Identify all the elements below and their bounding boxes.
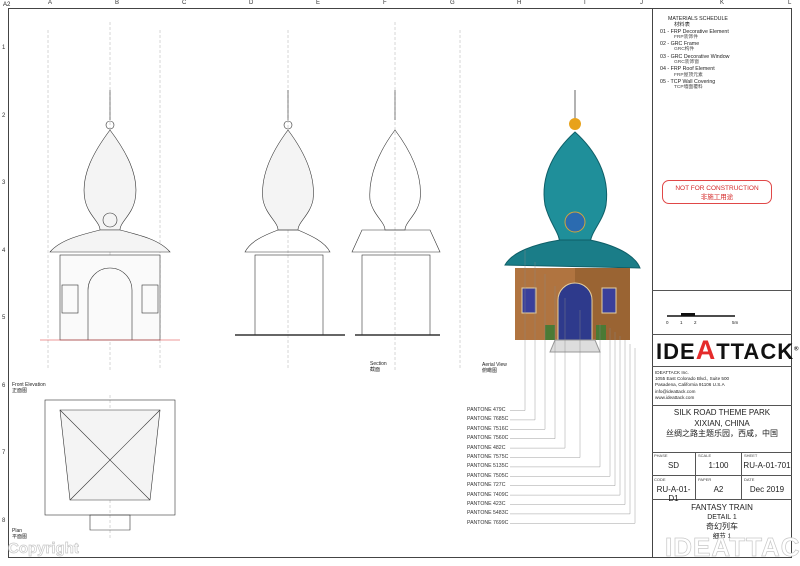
column-label: A [48,0,53,6]
address-line: Pasadena, California 91106 U.S.A [655,382,725,388]
scale-tick-label: 1 [680,320,683,325]
copyright-watermark: Copyright [8,540,80,558]
paper-size-label: A2 [3,2,11,8]
pantone-label: PANTONE 5483C [467,510,509,517]
pantone-label: PANTONE 479C [467,407,506,413]
address-line: IDEATTACK Inc. [655,370,689,375]
row-label: 7 [2,450,6,456]
column-label: J [640,0,643,6]
material-item-label: 01 - FRP Decorative Element [660,28,729,35]
phase-value: SD [667,461,680,470]
column-label: E [316,0,321,6]
address-line: www.ideattack.com [655,394,695,400]
column-label: B [115,0,120,6]
paper-value: A2 [713,485,724,494]
divider [652,366,792,367]
address-line: 1055 East Colorado Blvd., Suite 500 [655,376,730,382]
pantone-label: PANTONE 7699C [467,519,509,526]
pantone-leader-line [510,348,636,524]
company-address: IDEATTACK Inc.1055 East Colorado Blvd., … [655,370,729,401]
row-label: 6 [2,382,6,389]
pantone-label: PANTONE 727C [467,482,506,489]
drawing-sheet-border [8,8,792,558]
title-block [652,8,792,558]
divider [652,290,792,291]
pantone-label: PANTONE 7505C [467,472,509,479]
pantone-leader-line [510,332,616,486]
pantone-label: PANTONE 7575C [467,454,509,460]
pantone-label: PANTONE 423C [467,501,506,507]
row-label: 5 [2,315,6,321]
pantone-label: PANTONE 7685C [467,416,509,423]
pantone-label: PANTONE 482C [467,444,506,451]
divider [652,405,792,406]
pantone-leader-line [510,250,526,411]
column-label: L [788,0,792,6]
pantone-leader-line [510,310,581,458]
column-label: K [720,0,725,6]
pantone-leader-line [510,286,556,439]
code-value: RU-A-01-D1 [656,485,691,503]
material-item-label: 02 - GRC Frame [660,41,700,48]
scale-tick-label: 5m [732,320,739,325]
row-label: 1 [2,45,6,51]
scale-tick-label: 2 [694,320,697,325]
divider [652,452,792,453]
row-label: 2 [2,112,6,119]
column-label: D [249,0,254,6]
pantone-leader-line [510,324,601,468]
materials-schedule: MATERIALS SCHEDULE 材料表 01 - FRP Decorati… [660,16,730,91]
material-item-cn: FRP屋顶元素 [674,72,703,78]
material-item-label: 04 - FRP Roof Element [660,66,715,73]
row-label: 4 [2,247,6,254]
material-item-cn: FRP装饰件 [674,34,698,40]
pantone-leader-line [510,328,611,477]
pantone-leader-line [510,340,626,505]
column-label: H [517,0,522,6]
material-item-cn: GRC装饰窗 [674,60,700,66]
pantone-leader-line [510,274,546,430]
company-logo: IDEATTACK® [656,335,800,365]
column-label: C [182,0,187,6]
row-label: 8 [2,517,6,524]
material-item-cn: TCP墙面覆料 [674,85,703,91]
address-line: info@ideattack.com [655,388,696,394]
front-elevation-drawing [40,90,180,341]
pantone-leader-line [510,336,621,496]
column-label: F [383,0,387,6]
plan-drawing [44,399,176,531]
column-label: I [584,0,586,6]
pantone-label: PANTONE 7560C [467,435,509,442]
row-label: 3 [2,180,6,186]
material-item-label: 03 - GRC Decorative Window [660,53,730,60]
divider [652,334,792,335]
sheet-value: RU-A-01-701 [743,461,791,470]
date-value: Dec 2019 [749,485,785,494]
material-item-label: 05 - TCP Wall Covering [660,78,716,85]
pantone-label: PANTONE 5135C [467,463,509,470]
pantone-label: PANTONE 7516C [467,425,509,432]
scale-tick-label: 0 [666,320,669,325]
column-label: G [450,0,455,6]
pantone-label: PANTONE 7409C [467,491,509,498]
company-watermark: IDEATTACK [665,532,800,563]
drawing-title: FANTASY TRAIN DETAIL 1 奇幻列车 细节 1 [691,503,753,540]
pantone-leader-line [510,262,536,421]
section-drawing [235,90,441,336]
aerial-view-3d-building [504,90,641,353]
scale-value: 1:100 [708,461,729,470]
pantone-leader-line [510,344,631,515]
material-item-cn: GRC构件 [674,47,695,53]
scale-bar [667,313,735,317]
pantone-leader-line [510,298,566,449]
